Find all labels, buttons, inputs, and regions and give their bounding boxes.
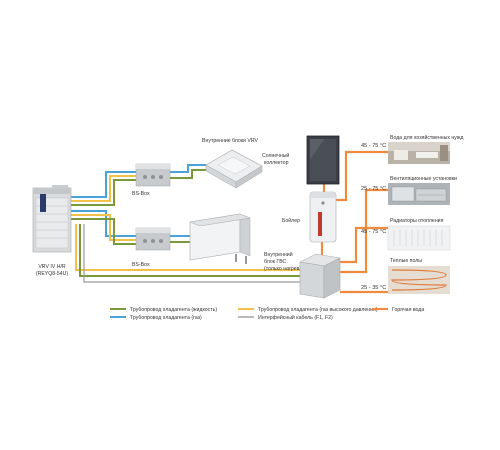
pipe-gas-to-bs2 xyxy=(70,210,136,237)
hot-water-pipes xyxy=(320,150,388,294)
pipe-hpgas-to-bs1 xyxy=(70,175,136,202)
svg-text:Интерфейсный кабель (F1, F2): Интерфейсный кабель (F1, F2) xyxy=(258,314,333,321)
svg-text:Трубопровод хладагента (газ вы: Трубопровод хладагента (газ высокого дав… xyxy=(258,307,378,313)
pipe-liquid-to-dhw xyxy=(79,224,300,277)
outdoor-unit-label-2: (REYQ8-54U) xyxy=(36,271,69,277)
bs-box-1-label: BS-Box xyxy=(132,191,150,197)
photo-floor-heating xyxy=(388,266,450,294)
bs-box-2 xyxy=(135,227,171,251)
temp-ventilation: 25 - 75 °C xyxy=(361,186,386,192)
boiler-label: Бойлер xyxy=(282,217,300,224)
dhw-label-1: Внутренний xyxy=(264,251,293,258)
legend-liquid: Трубопровод хладагента (жидкость) xyxy=(110,307,217,313)
outdoor-unit-label-1: VRV IV H/R xyxy=(38,264,66,270)
dhw-label-3: (только нагрев) xyxy=(264,266,301,272)
brand-stripe xyxy=(40,194,46,212)
dhw-indoor-unit xyxy=(299,253,341,299)
solar-label-2: коллектор xyxy=(264,160,289,166)
legend-hot-water: Горячая вода xyxy=(372,307,424,313)
temp-radiators: 45 - 75 °C xyxy=(361,229,386,235)
bs-box-2-label: BS-Box xyxy=(132,262,150,268)
label-floor: Теплые полы xyxy=(390,258,422,264)
label-radiators: Радиаторы отопления xyxy=(390,218,444,224)
svg-text:Трубопровод хладагента (газ): Трубопровод хладагента (газ) xyxy=(130,315,202,321)
bs-box-1 xyxy=(135,163,171,187)
refrigerant-pipes xyxy=(70,164,300,277)
outdoor-unit xyxy=(32,185,72,253)
application-floor-heating: 25 - 35 °C Теплые полы xyxy=(361,258,450,294)
photo-bathroom xyxy=(388,142,450,164)
boiler xyxy=(309,191,337,243)
application-ventilation: 25 - 75 °C Вентиляционные установки xyxy=(361,176,457,205)
pipe-liquid-to-bs2 xyxy=(70,218,136,245)
temp-water: 45 - 75 °C xyxy=(361,143,386,149)
solar-label-1: Солнечный xyxy=(262,152,289,159)
label-water: Вода для хозяйственных нужд xyxy=(390,134,463,141)
dhw-label-2: блок ГВС xyxy=(264,259,287,265)
pipe-hpgas-to-dhw xyxy=(75,224,300,271)
pipe-liquid-to-bs1 xyxy=(70,179,136,206)
pipe-hpgas-to-bs2 xyxy=(70,214,136,241)
pipe-gas-bs1-cassette xyxy=(170,164,206,173)
vrv-indoor-label: Внутренние блоки VRV xyxy=(202,138,258,144)
application-water: 45 - 75 °C Вода для хозяйственных нужд xyxy=(361,134,463,164)
temp-floor: 25 - 35 °C xyxy=(361,285,386,291)
cassette-unit xyxy=(205,149,263,189)
solar-collector xyxy=(306,135,340,185)
svg-text:Трубопровод хладагента (жидкос: Трубопровод хладагента (жидкость) xyxy=(130,307,217,313)
label-ventilation: Вентиляционные установки xyxy=(390,176,457,182)
interface-cable xyxy=(83,224,300,283)
legend-cable: Интерфейсный кабель (F1, F2) xyxy=(238,314,333,321)
pipe-liquid-bs1-cassette xyxy=(170,169,206,179)
photo-radiator xyxy=(387,225,451,251)
console-unit xyxy=(189,213,251,264)
legend: Трубопровод хладагента (жидкость) Трубоп… xyxy=(110,307,424,321)
svg-text:Горячая вода: Горячая вода xyxy=(392,307,424,313)
legend-hp-gas: Трубопровод хладагента (газ высокого дав… xyxy=(238,307,378,313)
photo-ventilation xyxy=(388,183,450,205)
pipe-gas-to-bs1 xyxy=(70,171,136,198)
legend-gas: Трубопровод хладагента (газ) xyxy=(110,315,202,321)
application-radiators: 45 - 75 °C Радиаторы отопления xyxy=(361,218,451,251)
